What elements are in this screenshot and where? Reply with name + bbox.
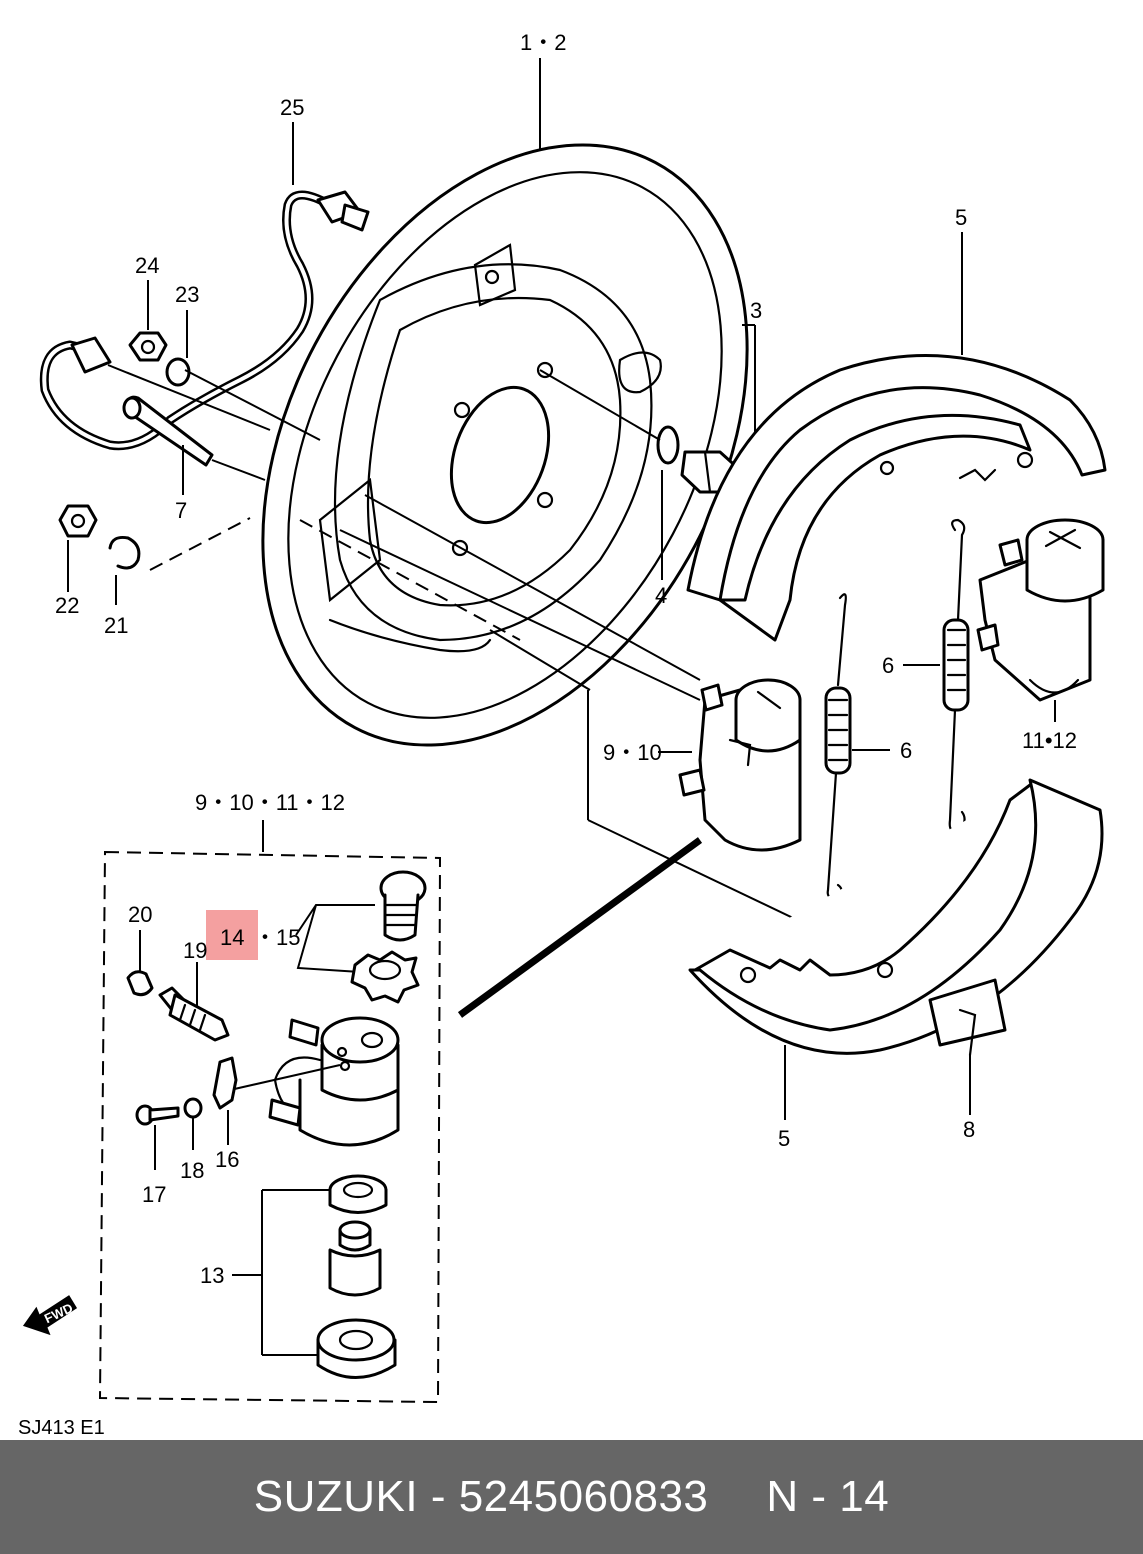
label-23: 23 — [175, 282, 199, 307]
label-18: 18 — [180, 1158, 204, 1183]
label-16: 16 — [215, 1147, 239, 1172]
highlight-part-14 — [206, 910, 258, 960]
footer-brand-part: SUZUKI - 5245060833 — [253, 1472, 709, 1521]
label-inset: 9・10・11・12 — [195, 790, 345, 815]
piston-13 — [328, 1220, 382, 1297]
label-13: 13 — [200, 1263, 224, 1288]
washer-23 — [165, 357, 191, 387]
label-7: 7 — [175, 498, 187, 523]
brake-shoe-lower — [688, 778, 1104, 1057]
label-15: ・15 — [254, 925, 300, 950]
label-6-a: 6 — [882, 653, 894, 678]
diagram-code: SJ413 E1 — [18, 1417, 105, 1439]
piston-cup-13 — [328, 1174, 388, 1214]
label-17: 17 — [142, 1182, 166, 1207]
forward-arrow-icon: FWD — [22, 1295, 78, 1336]
bracket-16 — [212, 1056, 238, 1110]
label-11-12: 11•12 — [1022, 728, 1077, 753]
label-19: 19 — [183, 938, 207, 963]
brake-assembly-diagram: 1・2 25 24 23 7 22 21 — [18, 30, 1107, 1439]
label-3: 3 — [750, 298, 762, 323]
bleeder-plug-19 — [158, 986, 230, 1042]
wheel-cylinder-11-12 — [976, 518, 1105, 702]
wheel-cylinder-9-10 — [678, 678, 802, 852]
nut-24 — [128, 331, 168, 362]
label-5-top: 5 — [955, 205, 967, 230]
label-5-bottom: 5 — [778, 1126, 790, 1151]
label-6-b: 6 — [900, 738, 912, 763]
label-22: 22 — [55, 593, 79, 618]
label-21: 21 — [104, 613, 128, 638]
label-9-10: 9・10 — [603, 740, 662, 765]
label-24: 24 — [135, 253, 159, 278]
bolt-7 — [122, 395, 214, 467]
label-4: 4 — [655, 583, 667, 608]
bleeder-screw-15 — [379, 870, 427, 942]
footer-bar: SUZUKI - 5245060833 N - 14 — [0, 1440, 1143, 1554]
label-25: 25 — [280, 95, 304, 120]
label-20: 20 — [128, 902, 152, 927]
wheel-cylinder-body — [268, 1016, 400, 1147]
cap-20 — [126, 970, 154, 997]
boot-13 — [316, 1318, 397, 1379]
wheel-cylinder-exploded-inset — [98, 850, 442, 1404]
bleeder-cap-14 — [350, 950, 420, 1004]
spring-6-left — [824, 593, 852, 899]
bolt-17 — [135, 1104, 180, 1126]
lock-washer-21 — [108, 536, 141, 570]
brake-shoe-upper — [686, 353, 1107, 642]
fwd-label: FWD — [42, 1300, 75, 1326]
washer-18 — [183, 1097, 203, 1119]
label-14: 14 — [220, 925, 244, 950]
spring-6-right — [942, 518, 970, 833]
nut-22 — [58, 504, 98, 538]
label-1-2: 1・2 — [520, 30, 566, 55]
label-8: 8 — [963, 1117, 975, 1142]
footer-reference: N - 14 — [766, 1472, 890, 1521]
backing-plate — [261, 143, 749, 747]
